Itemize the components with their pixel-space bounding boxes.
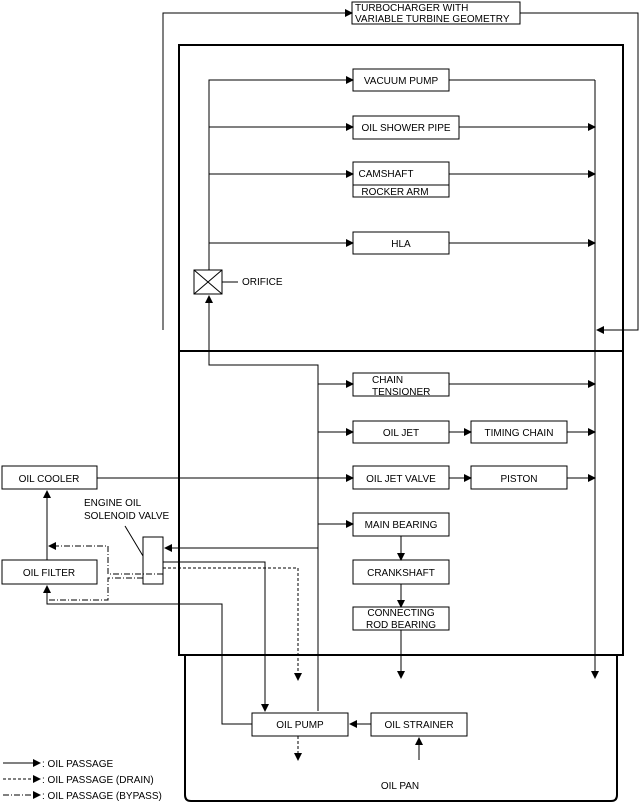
oil-strainer-label: OIL STRAINER — [384, 720, 453, 731]
drain-passage-lines — [163, 567, 302, 761]
oil-pump-label: OIL PUMP — [276, 720, 324, 731]
oil-jet-label: OIL JET — [383, 428, 419, 439]
solenoid-valve-symbol — [142, 536, 164, 585]
crankshaft-label: CRANKSHAFT — [367, 568, 435, 579]
vacuum-pump-label: VACUUM PUMP — [364, 76, 439, 87]
rod-bearing-label-line2: ROD BEARING — [366, 620, 436, 631]
oil-shower-pipe-label: OIL SHOWER PIPE — [361, 123, 450, 134]
solenoid-label-line1: ENGINE OIL — [84, 498, 142, 509]
legend-drain-label: : OIL PASSAGE (DRAIN) — [42, 775, 154, 786]
main-bearing-label: MAIN BEARING — [365, 520, 438, 531]
oil-filter-label: OIL FILTER — [23, 568, 75, 579]
rod-bearing-label-line1: CONNECTING — [367, 608, 434, 619]
legend-bypass-label: : OIL PASSAGE (BYPASS) — [42, 791, 162, 802]
turbocharger-label-line1: TURBOCHARGER WITH — [355, 3, 468, 14]
orifice-label: ORIFICE — [242, 277, 283, 288]
camshaft-box — [352, 161, 450, 198]
chain-tensioner-label-line1: CHAIN — [372, 375, 403, 386]
bypass-passage-lines — [47, 542, 163, 601]
hla-label: HLA — [391, 239, 411, 250]
legend-passage-label: : OIL PASSAGE — [42, 759, 113, 770]
orifice-cross-b — [193, 269, 223, 295]
oil-cooler-label: OIL COOLER — [19, 474, 80, 485]
oil-passage-lines — [43, 9, 639, 760]
camshaft-label: CAMSHAFT — [359, 169, 414, 180]
rocker-arm-label: ROCKER ARM — [361, 187, 428, 198]
oil-filter-box — [1, 559, 98, 585]
piston-label: PISTON — [500, 474, 537, 485]
turbocharger-label-line2: VARIABLE TURBINE GEOMETRY — [355, 14, 510, 25]
solenoid-leader — [124, 525, 144, 557]
oil-pan-label: OIL PAN — [381, 781, 419, 792]
oil-pan-outline — [184, 656, 618, 802]
timing-chain-label: TIMING CHAIN — [485, 428, 554, 439]
solenoid-label-line2: SOLENOID VALVE — [84, 511, 170, 522]
chain-tensioner-label-line2: TENSIONER — [372, 387, 430, 398]
oil-jet-valve-label: OIL JET VALVE — [366, 474, 436, 485]
